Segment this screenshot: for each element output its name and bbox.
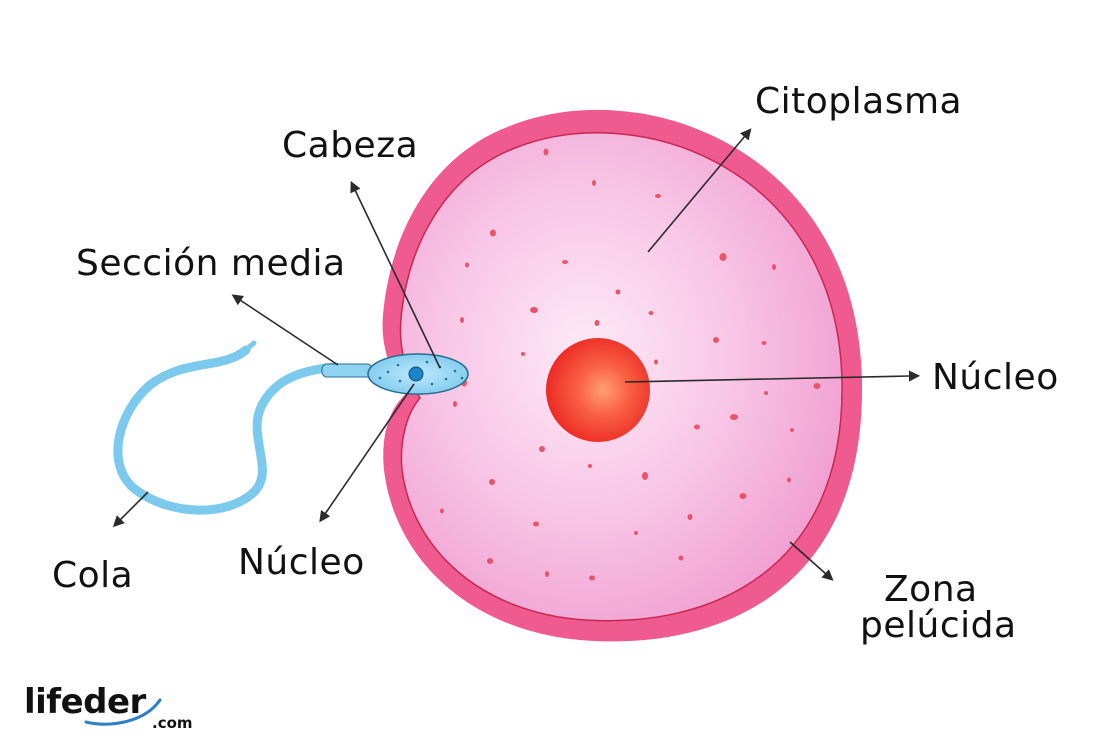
logo-name: lifeder — [24, 682, 146, 722]
lifeder-logo: lifeder .com — [24, 682, 193, 732]
pointer-zona-pelucida — [789, 541, 834, 581]
pointer-nucleo-espermatozoide — [319, 383, 415, 523]
label-zona-pelucida: Zona pelúcida — [860, 572, 1060, 644]
logo-swoosh-icon — [84, 698, 162, 726]
label-citoplasma: Citoplasma — [755, 81, 963, 122]
label-nucleo-ovulo: Núcleo — [932, 357, 1059, 398]
label-seccion-media: Sección media — [76, 243, 346, 284]
pointer-cola — [112, 491, 149, 528]
sperm-tail — [113, 345, 341, 515]
label-nucleo-espermatozoide: Núcleo — [238, 542, 365, 583]
pointer-citoplasma — [647, 128, 752, 253]
label-cabeza: Cabeza — [282, 125, 419, 166]
pointer-seccion-media — [231, 294, 339, 366]
pointer-lines — [112, 128, 921, 581]
sperm-nucleus — [408, 366, 424, 382]
label-zona-pelucida-line1: Zona — [884, 569, 978, 610]
logo-domain: .com — [152, 714, 193, 732]
label-zona-pelucida-line2: pelúcida — [860, 605, 1017, 646]
cytoplasm-granules — [440, 148, 821, 581]
label-cola: Cola — [52, 555, 134, 596]
ovum-nucleus — [546, 338, 650, 442]
sperm-tail-tip — [243, 340, 257, 353]
sperm-midpiece — [321, 363, 373, 378]
pointer-cabeza — [350, 180, 441, 369]
pointer-nucleo-ovulo — [624, 370, 921, 383]
